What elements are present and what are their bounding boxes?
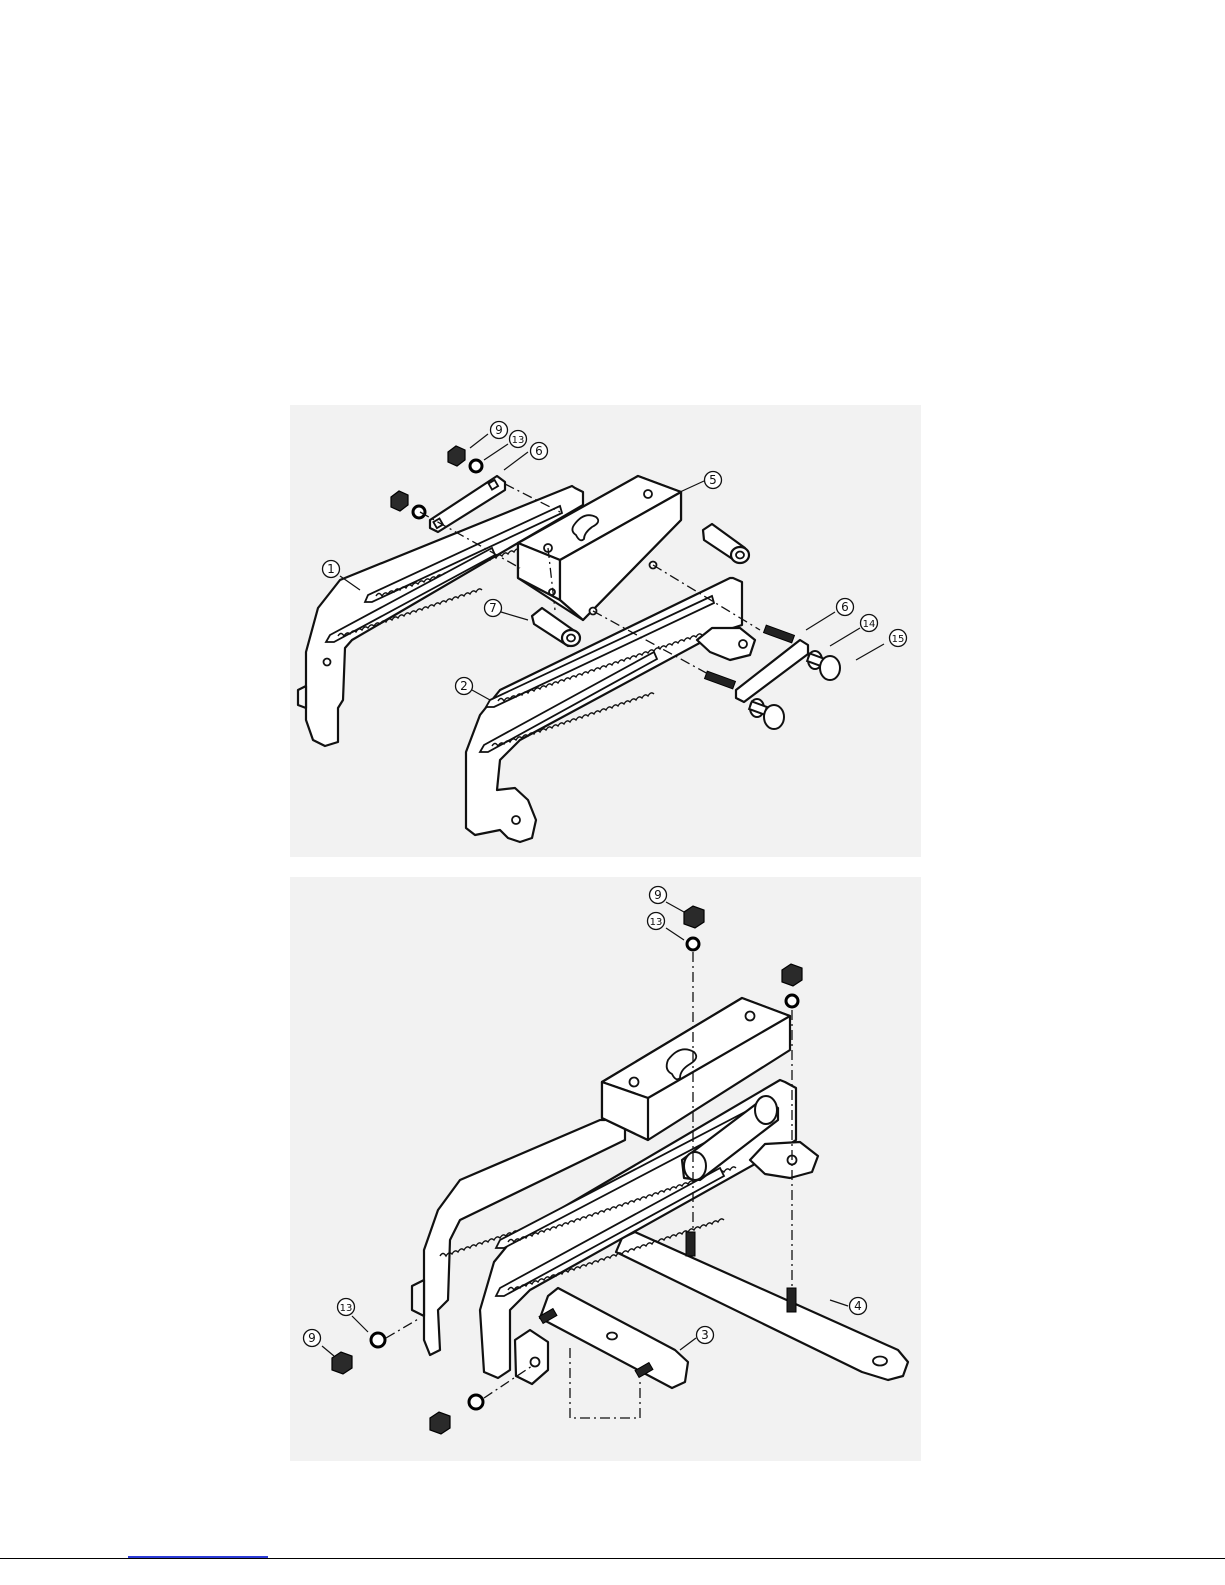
footer-link-underline[interactable] xyxy=(128,1556,268,1558)
callout-label: 2 xyxy=(460,679,468,693)
part-2-right-arm xyxy=(466,578,755,842)
callout-9-top: 9 xyxy=(491,422,508,439)
callout-5: 5 xyxy=(705,472,722,489)
callout-7: 7 xyxy=(485,600,502,617)
callout-9-bottom-top: 9 xyxy=(650,887,667,904)
callout-6-top-left: 6 xyxy=(531,443,548,460)
callout-2: 2 xyxy=(456,678,473,695)
callout-label: 5 xyxy=(709,473,717,487)
callout-label: 9 xyxy=(654,888,662,902)
callout-label: 4 xyxy=(854,1299,862,1313)
callout-label: 9 xyxy=(308,1331,316,1345)
callout-label: 6 xyxy=(535,444,543,458)
callout-label: 7 xyxy=(489,601,497,615)
callout-6-top-right: 6 xyxy=(837,599,854,616)
callout-13-bottom-left: 13 xyxy=(338,1299,355,1316)
callout-14: 14 xyxy=(861,615,878,632)
callout-label: 13 xyxy=(512,435,525,446)
fasteners-bottom-top xyxy=(684,906,802,1007)
callout-3: 3 xyxy=(697,1327,714,1344)
callout-label: 6 xyxy=(841,600,849,614)
part-7-spacer-right xyxy=(703,524,749,563)
callout-label: 13 xyxy=(340,1303,353,1314)
callout-label: 14 xyxy=(863,619,876,630)
callout-4: 4 xyxy=(850,1298,867,1315)
callout-9-bottom-left: 9 xyxy=(304,1330,321,1347)
bottom-figure: 9 13 4 13 9 3 xyxy=(304,887,909,1435)
fasteners-bottom-left xyxy=(332,1333,483,1434)
callout-label: 3 xyxy=(701,1328,709,1342)
callout-label: 15 xyxy=(892,634,905,645)
callout-13-top: 13 xyxy=(510,431,527,448)
callout-13-bottom-top: 13 xyxy=(648,913,665,930)
top-figure: 9 13 6 5 1 7 2 xyxy=(298,422,907,843)
callout-label: 9 xyxy=(495,423,503,437)
callout-1: 1 xyxy=(323,561,340,578)
footer-rule xyxy=(0,1558,1225,1559)
callout-15: 15 xyxy=(890,630,907,647)
callout-label: 13 xyxy=(650,917,663,928)
callout-label: 1 xyxy=(327,562,335,576)
part-3-stud-plate xyxy=(539,1288,688,1388)
